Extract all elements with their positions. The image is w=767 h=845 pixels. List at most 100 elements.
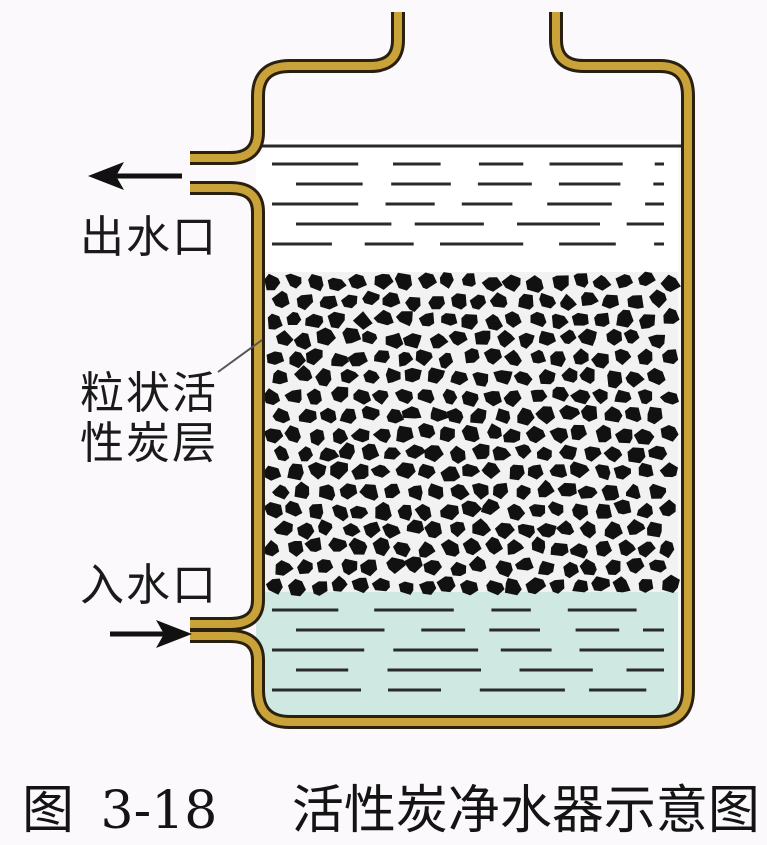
- carbon-granule: [271, 290, 290, 309]
- carbon-granule: [308, 274, 324, 292]
- carbon-granule: [612, 576, 631, 593]
- carbon-granule: [273, 445, 290, 462]
- carbon-granule: [504, 578, 522, 596]
- carbon-granule: [264, 273, 281, 291]
- carbon-granule: [363, 521, 381, 539]
- carbon-granule: [414, 503, 432, 522]
- carbon-granule: [637, 389, 653, 405]
- carbon-granule: [647, 521, 662, 538]
- carbon-granule: [483, 391, 502, 407]
- carbon-granule: [386, 408, 405, 424]
- carbon-granule: [547, 501, 564, 517]
- carbon-granule: [461, 424, 480, 443]
- carbon-granule: [394, 388, 414, 404]
- carbon-granule: [552, 275, 569, 292]
- carbon-granule: [461, 273, 476, 287]
- carbon-granule: [615, 428, 633, 444]
- carbon-granule: [394, 272, 413, 291]
- carbon-granule: [263, 428, 284, 444]
- carbon-granule: [406, 519, 425, 534]
- carbon-granule: [601, 484, 620, 501]
- carbon-granule: [638, 579, 654, 593]
- carbon-granule: [285, 273, 302, 289]
- carbon-granule: [294, 365, 313, 382]
- water-purifier-diagram: [88, 12, 695, 729]
- carbon-granule: [647, 367, 666, 386]
- carbon-granule: [514, 444, 532, 459]
- carbon-granule: [516, 484, 531, 500]
- carbon-granule: [362, 290, 380, 306]
- carbon-granule: [424, 445, 444, 463]
- carbon-granule: [579, 366, 595, 384]
- carbon-granule: [604, 521, 623, 540]
- carbon-granule: [424, 520, 442, 539]
- carbon-granule: [348, 273, 367, 289]
- carbon-granule: [319, 407, 337, 424]
- carbon-granule: [404, 367, 422, 383]
- carbon-granule: [272, 369, 288, 385]
- carbon-granule: [633, 428, 655, 445]
- carbon-granule: [536, 523, 557, 538]
- carbon-granule: [450, 370, 469, 386]
- carbon-granule: [539, 292, 557, 309]
- carbon-granule: [461, 314, 478, 330]
- carbon-granule: [659, 499, 676, 517]
- carbon-granule: [373, 309, 394, 326]
- carbon-granule: [550, 351, 566, 367]
- carbon-granule: [591, 576, 611, 592]
- carbon-granule: [513, 371, 533, 386]
- carbon-granule: [263, 388, 281, 406]
- carbon-granule: [309, 503, 324, 520]
- carbon-granule: [397, 504, 413, 521]
- carbon-granule: [442, 388, 458, 405]
- carbon-granule: [374, 350, 390, 364]
- carbon-granule: [579, 558, 597, 576]
- carbon-granule: [470, 408, 487, 424]
- carbon-granule: [561, 367, 578, 383]
- carbon-granule: [663, 307, 680, 324]
- carbon-granule: [339, 408, 357, 424]
- carbon-granule: [591, 352, 609, 369]
- carbon-granule: [660, 274, 681, 292]
- carbon-granule: [607, 370, 623, 389]
- carbon-granule: [579, 520, 596, 539]
- carbon-granule: [507, 539, 525, 555]
- carbon-granule: [415, 349, 433, 367]
- carbon-granule: [492, 482, 509, 500]
- carbon-granule: [352, 311, 373, 330]
- carbon-granule: [417, 463, 436, 479]
- carbon-granule: [361, 443, 380, 461]
- carbon-granule: [486, 580, 505, 596]
- carbon-granule: [405, 296, 421, 312]
- carbon-granule: [428, 296, 445, 310]
- carbon-granule: [297, 559, 313, 575]
- carbon-granule: [384, 483, 401, 499]
- carbon-granule: [331, 575, 348, 592]
- carbon-granule: [551, 313, 569, 330]
- carbon-granule: [319, 447, 340, 462]
- carbon-granule: [569, 543, 588, 559]
- carbon-granule: [417, 389, 435, 404]
- carbon-granule: [538, 369, 556, 385]
- outlet-label: 出水口: [80, 212, 218, 263]
- carbon-granule: [474, 330, 491, 345]
- carbon-granule: [560, 293, 577, 311]
- carbon-granule: [637, 348, 653, 365]
- carbon-layer-label-line2: 性炭层: [80, 418, 218, 469]
- carbon-granule: [606, 328, 623, 346]
- carbon-granule: [530, 349, 547, 364]
- carbon-granule: [604, 406, 623, 423]
- carbon-granule: [448, 330, 468, 346]
- carbon-granule: [265, 578, 283, 595]
- carbon-granule: [372, 537, 390, 557]
- carbon-granule: [331, 352, 350, 367]
- carbon-granule: [638, 271, 656, 287]
- carbon-granule: [450, 561, 467, 577]
- carbon-granule: [439, 426, 455, 443]
- carbon-leader-line: [217, 339, 263, 373]
- carbon-granule: [573, 273, 589, 288]
- carbon-granule: [577, 328, 597, 346]
- carbon-granule: [372, 428, 391, 444]
- carbon-granule: [340, 368, 359, 384]
- carbon-granule: [266, 351, 285, 365]
